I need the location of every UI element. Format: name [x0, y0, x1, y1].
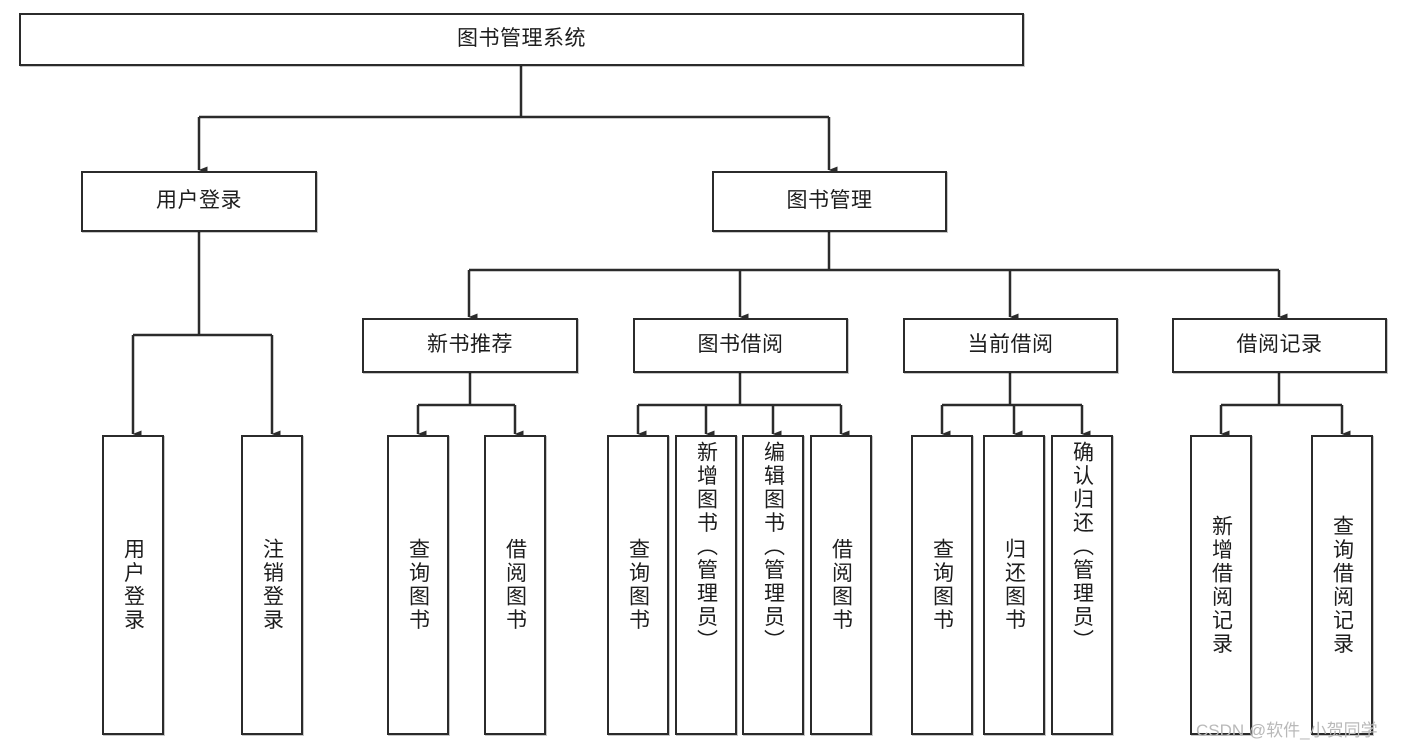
node-label-book-borrow: 图书借阅 — [697, 333, 784, 357]
node-label-leaf-query-book-3: 查询图书 — [930, 538, 954, 632]
node-label-new-book-rec: 新书推荐 — [427, 333, 513, 357]
node-label-leaf-add-book: 新增图书（管理员） — [694, 441, 718, 653]
node-leaf-return-book[interactable]: 归还图书 — [983, 435, 1045, 735]
node-label-borrow-record: 借阅记录 — [1236, 333, 1323, 357]
node-leaf-borrow-book-2[interactable]: 借阅图书 — [810, 435, 872, 735]
node-book-manage[interactable]: 图书管理 — [712, 171, 947, 232]
node-leaf-confirm-return[interactable]: 确认归还（管理员） — [1051, 435, 1113, 735]
node-leaf-query-book-3[interactable]: 查询图书 — [911, 435, 973, 735]
node-current-borrow[interactable]: 当前借阅 — [903, 318, 1118, 373]
node-label-leaf-query-book-2: 查询图书 — [626, 538, 650, 632]
node-leaf-user-login[interactable]: 用户登录 — [102, 435, 164, 735]
node-leaf-add-record[interactable]: 新增借阅记录 — [1190, 435, 1252, 735]
node-label-leaf-user-login: 用户登录 — [121, 538, 145, 632]
node-user-login[interactable]: 用户登录 — [81, 171, 317, 232]
node-label-book-manage: 图书管理 — [786, 189, 873, 213]
node-label-current-borrow: 当前借阅 — [967, 333, 1054, 357]
node-label-root: 图书管理系统 — [457, 27, 586, 51]
node-label-leaf-borrow-book-1: 借阅图书 — [503, 538, 527, 632]
node-new-book-rec[interactable]: 新书推荐 — [362, 318, 578, 373]
node-leaf-user-logout[interactable]: 注销登录 — [241, 435, 303, 735]
node-leaf-query-book-1[interactable]: 查询图书 — [387, 435, 449, 735]
node-label-leaf-confirm-return: 确认归还（管理员） — [1070, 441, 1094, 653]
watermark-text: CSDN @软件_小贺同学 — [1196, 721, 1378, 740]
node-label-leaf-user-logout: 注销登录 — [260, 538, 284, 632]
node-label-leaf-query-record: 查询借阅记录 — [1330, 514, 1354, 656]
node-borrow-record[interactable]: 借阅记录 — [1172, 318, 1387, 373]
node-leaf-add-book[interactable]: 新增图书（管理员） — [675, 435, 737, 735]
node-label-user-login: 用户登录 — [156, 189, 242, 213]
node-book-borrow[interactable]: 图书借阅 — [633, 318, 848, 373]
node-root[interactable]: 图书管理系统 — [19, 13, 1024, 66]
node-label-leaf-query-book-1: 查询图书 — [406, 538, 430, 632]
node-leaf-borrow-book-1[interactable]: 借阅图书 — [484, 435, 546, 735]
node-label-leaf-add-record: 新增借阅记录 — [1209, 514, 1233, 656]
node-label-leaf-borrow-book-2: 借阅图书 — [829, 538, 853, 632]
node-leaf-query-book-2[interactable]: 查询图书 — [607, 435, 669, 735]
node-leaf-query-record[interactable]: 查询借阅记录 — [1311, 435, 1373, 735]
node-leaf-edit-book[interactable]: 编辑图书（管理员） — [742, 435, 804, 735]
node-label-leaf-return-book: 归还图书 — [1002, 538, 1026, 632]
node-label-leaf-edit-book: 编辑图书（管理员） — [761, 441, 785, 653]
